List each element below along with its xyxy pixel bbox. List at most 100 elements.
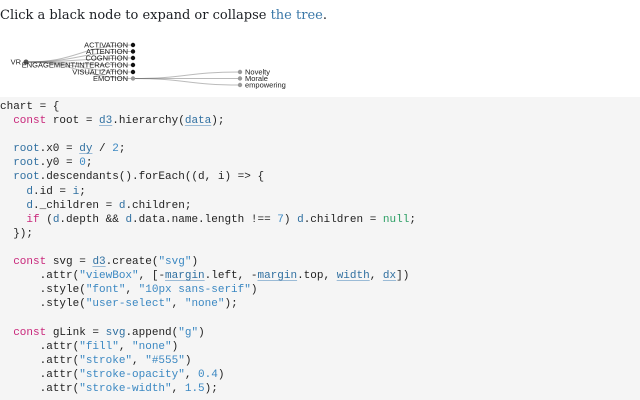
tree-node-label: EMOTION	[93, 74, 128, 83]
code-token: ;	[409, 213, 416, 226]
tree-node-cognition[interactable]: COGNITION	[86, 54, 136, 63]
code-token: .hierarchy(	[112, 115, 185, 128]
code-line: ​	[0, 241, 640, 255]
tree-node-dot[interactable]	[130, 55, 136, 61]
code-token: .style(	[0, 284, 86, 297]
code-token: .attr(	[0, 382, 80, 395]
tree-node-label: Novelty	[245, 68, 270, 77]
code-line: root.x0 = dy / 2;	[0, 142, 640, 156]
code-token	[0, 186, 26, 198]
code-token: )	[184, 354, 192, 367]
code-token: .depth &&	[59, 213, 126, 226]
code-token: ,	[125, 284, 139, 297]
code-token: width	[336, 270, 370, 283]
tree-node-empowering: empowering	[237, 81, 286, 90]
tree-link[interactable]: the tree	[270, 8, 323, 23]
code-token: )	[171, 340, 179, 353]
code-token: "svg"	[158, 256, 192, 269]
code-line: .attr("stroke-width", 1.5);	[0, 382, 640, 396]
tree-link-activation	[25, 44, 134, 63]
code-token: .left, -	[204, 270, 258, 283]
tree-node-attention[interactable]: ATTENTION	[86, 47, 136, 56]
code-token: d	[125, 213, 133, 226]
code-token: const	[13, 326, 47, 339]
tree-node-label: ACTIVATION	[84, 41, 128, 50]
code-token: 0.4	[198, 368, 218, 381]
code-token: d	[26, 199, 34, 212]
tree-node-dot[interactable]	[130, 62, 136, 68]
code-token	[0, 171, 13, 183]
tree-node-engagement-interaction[interactable]: ENGAGEMENT/INTERACTION	[22, 61, 136, 70]
tree-node-visualization[interactable]: VISUALIZATION	[72, 68, 136, 77]
code-token: });	[0, 227, 34, 240]
tree-link-novelty	[132, 71, 241, 79]
code-line: d._children = d.children;	[0, 199, 640, 213]
code-token: ,	[118, 340, 133, 353]
tree-node-activation[interactable]: ACTIVATION	[84, 41, 136, 50]
code-line: ​	[0, 311, 640, 325]
tree-node-label: VISUALIZATION	[72, 68, 128, 77]
tree-link-engagement-interaction	[25, 61, 134, 66]
code-token: .top,	[297, 270, 337, 283]
code-token: root	[13, 171, 40, 184]
code-token: ,	[171, 382, 185, 395]
code-token: ;	[85, 157, 93, 170]
tree-node-dot	[237, 69, 243, 75]
tree-node-label: VR	[11, 58, 22, 67]
code-token: )	[250, 284, 258, 297]
code-token: );	[224, 298, 238, 311]
code-token: d	[118, 199, 126, 212]
code-line: const root = d3.hierarchy(data);	[0, 114, 640, 128]
tree-link-emotion	[25, 61, 134, 79]
code-line: const gLink = svg.append("g")	[0, 326, 640, 340]
code-line: root.y0 = 0;	[0, 156, 640, 170]
code-token	[0, 256, 13, 268]
code-line: .attr("stroke-opacity", 0.4)	[0, 368, 640, 382]
code-line: const svg = d3.create("svg")	[0, 255, 640, 269]
code-token: dy	[79, 143, 93, 156]
tree-node-emotion[interactable]: EMOTION	[93, 74, 136, 83]
code-token: ,	[369, 270, 383, 283]
code-token: (	[39, 213, 53, 226]
code-token: d3	[99, 115, 113, 128]
code-cell[interactable]: chart = { const root = d3.hierarchy(data…	[0, 97, 640, 400]
code-token: root =	[46, 115, 100, 128]
code-token	[0, 115, 13, 127]
code-token: , [-	[138, 270, 166, 283]
code-token: )	[198, 326, 205, 339]
code-block[interactable]: chart = { const root = d3.hierarchy(data…	[0, 97, 640, 396]
tree-node-novelty: Novelty	[237, 68, 270, 77]
code-token: i	[72, 185, 80, 198]
tree-node-dot[interactable]	[130, 69, 136, 75]
tree-node-dot	[237, 82, 243, 88]
code-line: ​	[0, 128, 640, 142]
code-token	[0, 214, 26, 226]
code-token: ;	[118, 143, 126, 156]
tree-node-root[interactable]: VR	[11, 58, 29, 67]
code-line: root.descendants().forEach((d, i) => {	[0, 170, 640, 184]
code-token: "10px sans-serif"	[138, 284, 251, 297]
tree-node-dot[interactable]	[130, 49, 136, 54]
code-line: if (d.depth && d.data.name.length !== 7)…	[0, 213, 640, 227]
tree-link-cognition	[25, 57, 134, 63]
tree-node-dot[interactable]	[130, 76, 136, 81]
code-token: d	[52, 213, 60, 226]
tree-node-dot[interactable]	[130, 42, 136, 48]
code-token: ])	[396, 270, 410, 283]
intro-text: Click a black node to expand or collapse…	[0, 8, 640, 23]
code-token: /	[92, 143, 113, 156]
code-token: )	[217, 368, 225, 381]
code-token: .attr(	[0, 354, 80, 367]
tree-node-dot[interactable]	[23, 59, 29, 65]
tree-link-visualization	[25, 61, 134, 73]
tree-node-morale: Morale	[237, 74, 268, 83]
code-token: svg	[105, 326, 126, 339]
code-token: chart = {	[0, 101, 60, 113]
code-line: .attr("fill", "none")	[0, 340, 640, 354]
code-token: "viewBox"	[79, 270, 139, 283]
code-token: ,	[184, 368, 199, 381]
code-token: "fill"	[79, 340, 119, 353]
code-token: 7	[277, 213, 284, 226]
code-token: "stroke-opacity"	[79, 368, 185, 381]
code-line: .style("user-select", "none");	[0, 297, 640, 311]
